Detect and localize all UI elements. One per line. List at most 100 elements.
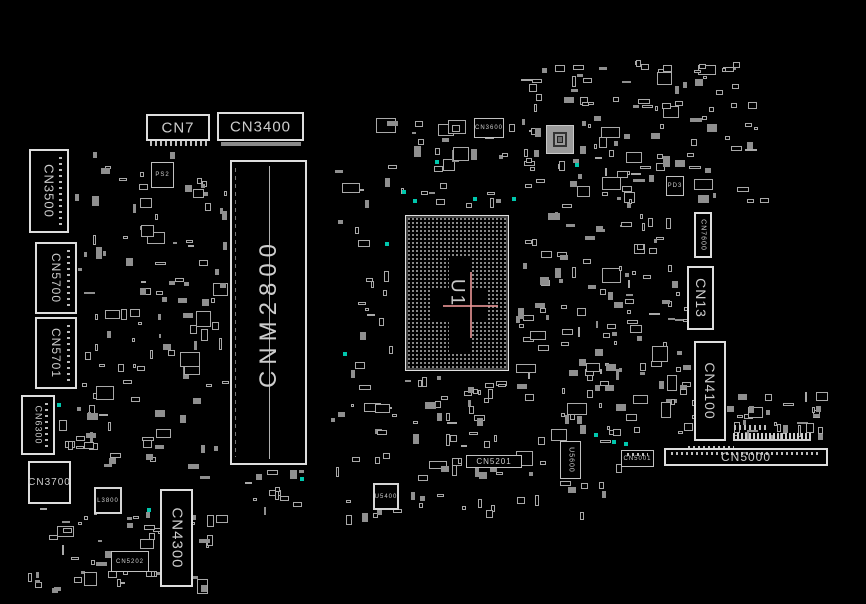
cluster-part — [654, 106, 659, 111]
component-cn5700[interactable]: CN5700 — [35, 242, 77, 314]
component-cnm2800[interactable]: CNM2800 — [230, 160, 307, 465]
cluster-part — [725, 136, 731, 140]
component-l3800[interactable]: L3800 — [94, 487, 122, 514]
component-cn4300[interactable]: CN4300 — [160, 489, 193, 587]
cluster-part — [747, 102, 757, 110]
component-label: CN6300 — [33, 405, 44, 445]
cluster-part — [373, 512, 378, 518]
cluster-part — [572, 266, 576, 279]
cluster-part — [708, 106, 715, 112]
component-u3900[interactable] — [546, 125, 574, 154]
cluster-part — [745, 122, 752, 128]
cluster-part — [633, 426, 640, 434]
cluster-part — [528, 471, 534, 477]
component-cn3600[interactable]: CN3600 — [474, 118, 504, 138]
cluster-part — [418, 138, 425, 146]
cluster-part — [116, 578, 122, 587]
cluster-part — [486, 192, 496, 195]
cluster-part — [81, 571, 85, 574]
cluster-part — [606, 323, 616, 330]
cluster-part — [354, 362, 365, 370]
test-point — [57, 403, 61, 407]
cluster-part — [469, 406, 475, 414]
cluster-part — [616, 171, 628, 178]
component-cn5201[interactable]: CN5201 — [466, 455, 522, 468]
cluster-part — [568, 369, 578, 376]
component-pd3[interactable]: PD3 — [666, 176, 684, 196]
cluster-part — [675, 367, 682, 372]
cluster-part — [716, 90, 724, 95]
cluster-part — [595, 226, 604, 233]
cluster-part — [747, 406, 764, 418]
cluster-part — [194, 340, 197, 351]
cluster-part — [633, 394, 648, 405]
cluster-part — [637, 98, 650, 104]
cluster-part — [601, 177, 622, 191]
component-u1-bga[interactable]: U1 — [405, 215, 509, 371]
cluster-part — [494, 434, 497, 442]
cluster-part — [383, 289, 387, 297]
cluster-part — [292, 501, 303, 507]
cluster-part — [533, 103, 538, 112]
cluster-part — [127, 516, 133, 520]
cluster-part — [367, 314, 375, 317]
edge-dash-line — [235, 168, 236, 457]
cluster-part — [92, 234, 97, 245]
cluster-part — [701, 116, 707, 121]
cluster-part — [207, 514, 215, 527]
component-cn5000[interactable]: CN5000 — [664, 448, 828, 466]
cluster-part — [604, 384, 615, 392]
cluster-part — [633, 178, 646, 183]
cluster-part — [535, 303, 545, 309]
component-cn6300[interactable]: CN6300 — [21, 395, 55, 455]
component-u5400[interactable]: U5400 — [373, 483, 399, 510]
cluster-part — [587, 375, 594, 381]
cluster-part — [383, 271, 389, 282]
component-cn7[interactable]: CN7 — [146, 114, 210, 141]
cluster-part — [87, 413, 99, 421]
component-cn7600[interactable]: CN7600 — [694, 212, 712, 258]
cluster-part — [458, 458, 462, 465]
component-cn5202[interactable]: CN5202 — [111, 551, 149, 572]
cluster-part — [461, 506, 467, 510]
cluster-part — [141, 280, 146, 284]
cluster-part — [463, 391, 472, 397]
cluster-part — [657, 154, 663, 159]
cluster-part — [154, 445, 164, 450]
cluster-part — [600, 440, 611, 444]
cluster-part — [274, 490, 280, 500]
cluster-part — [602, 491, 606, 499]
cluster-part — [593, 144, 598, 150]
component-cn13[interactable]: CN13 — [687, 266, 714, 330]
component-u5600[interactable]: U5600 — [560, 441, 581, 479]
cluster-part — [595, 320, 599, 329]
component-ps2[interactable]: PS2 — [151, 162, 174, 188]
cluster-part — [525, 394, 534, 402]
cluster-part — [508, 124, 515, 132]
cluster-part — [437, 493, 445, 498]
cluster-part — [95, 344, 99, 352]
cluster-part — [746, 141, 753, 149]
cluster-part — [680, 389, 688, 396]
cluster-part — [170, 151, 175, 160]
component-cn5701[interactable]: CN5701 — [35, 317, 77, 389]
cluster-part — [378, 317, 384, 327]
cluster-part — [360, 188, 365, 192]
test-point — [473, 197, 477, 201]
component-cn4100[interactable]: CN4100 — [694, 341, 726, 441]
component-cn3700[interactable]: CN3700 — [28, 461, 71, 504]
component-cn3400[interactable]: CN3400 — [217, 112, 304, 141]
component-cn5001[interactable]: CN5001 — [621, 450, 654, 467]
cluster-part — [468, 387, 475, 393]
cluster-part — [676, 292, 681, 297]
component-label: CN3700 — [28, 476, 71, 488]
cluster-part — [531, 78, 543, 84]
test-point — [594, 433, 598, 437]
cluster-part — [760, 198, 769, 203]
cluster-part — [413, 145, 422, 157]
component-label: CN5201 — [476, 456, 512, 466]
cluster-part — [478, 472, 488, 479]
component-cn3500[interactable]: CN3500 — [29, 149, 69, 233]
cluster-part — [722, 68, 726, 72]
